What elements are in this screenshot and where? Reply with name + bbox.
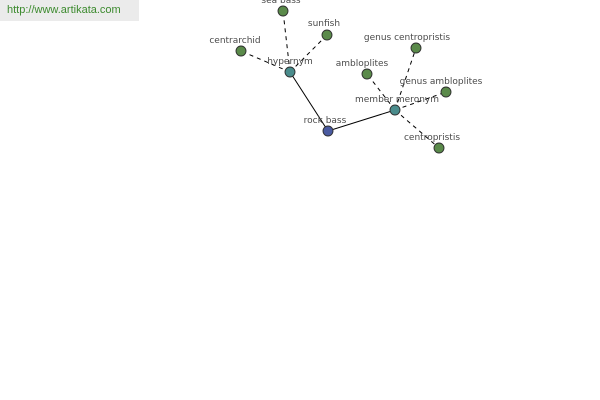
node-label-centrarchid[interactable]: centrarchid	[209, 36, 260, 46]
node-hypernym[interactable]	[284, 66, 296, 78]
nodes-layer	[235, 5, 452, 154]
node-centrarchid[interactable]	[235, 45, 247, 57]
edge-hypernym-to-sea-bass	[282, 10, 291, 73]
node-label-sunfish[interactable]: sunfish	[308, 19, 340, 29]
node-rock-bass[interactable]	[322, 125, 334, 137]
node-label-sea-bass[interactable]: sea bass	[261, 0, 301, 6]
edge-hypernym-to-sunfish	[289, 34, 328, 73]
node-label-amblopites[interactable]: ambloplites	[336, 59, 389, 69]
labels-layer: rock bass hypernym member meronym sea bass s…	[209, 0, 482, 143]
node-amblopites[interactable]	[361, 68, 373, 80]
node-sunfish[interactable]	[321, 29, 333, 41]
node-member-meronym[interactable]	[389, 104, 401, 116]
source-link[interactable]: http://www.artikata.com	[0, 0, 139, 21]
node-label-rock-bass[interactable]: rock bass	[304, 116, 347, 126]
node-label-genus-ambloplites[interactable]: genus ambloplites	[400, 77, 483, 87]
node-sea-bass[interactable]	[277, 5, 289, 17]
edge-rock-bass-to-member-meronym	[327, 109, 396, 132]
node-label-hypernym[interactable]: hypernym	[267, 57, 313, 67]
edge-member-meronym-to-genus-ambloplites	[394, 91, 447, 111]
edge-hypernym-to-centrarchid	[240, 50, 291, 73]
edge-rock-bass-to-hypernym	[289, 71, 329, 132]
node-label-centropristis[interactable]: centropristis	[404, 133, 460, 143]
node-centropristis[interactable]	[433, 142, 445, 154]
edge-member-meronym-to-centropristis	[394, 109, 440, 149]
node-label-member-meronym[interactable]: member meronym	[355, 95, 439, 105]
node-genus-centropristis[interactable]	[410, 42, 422, 54]
edge-member-meronym-to-genus-centropristis	[394, 47, 417, 111]
node-label-genus-centropristis[interactable]: genus centropristis	[364, 33, 451, 43]
edges-layer	[240, 10, 447, 149]
node-genus-ambloplites[interactable]	[440, 86, 452, 98]
